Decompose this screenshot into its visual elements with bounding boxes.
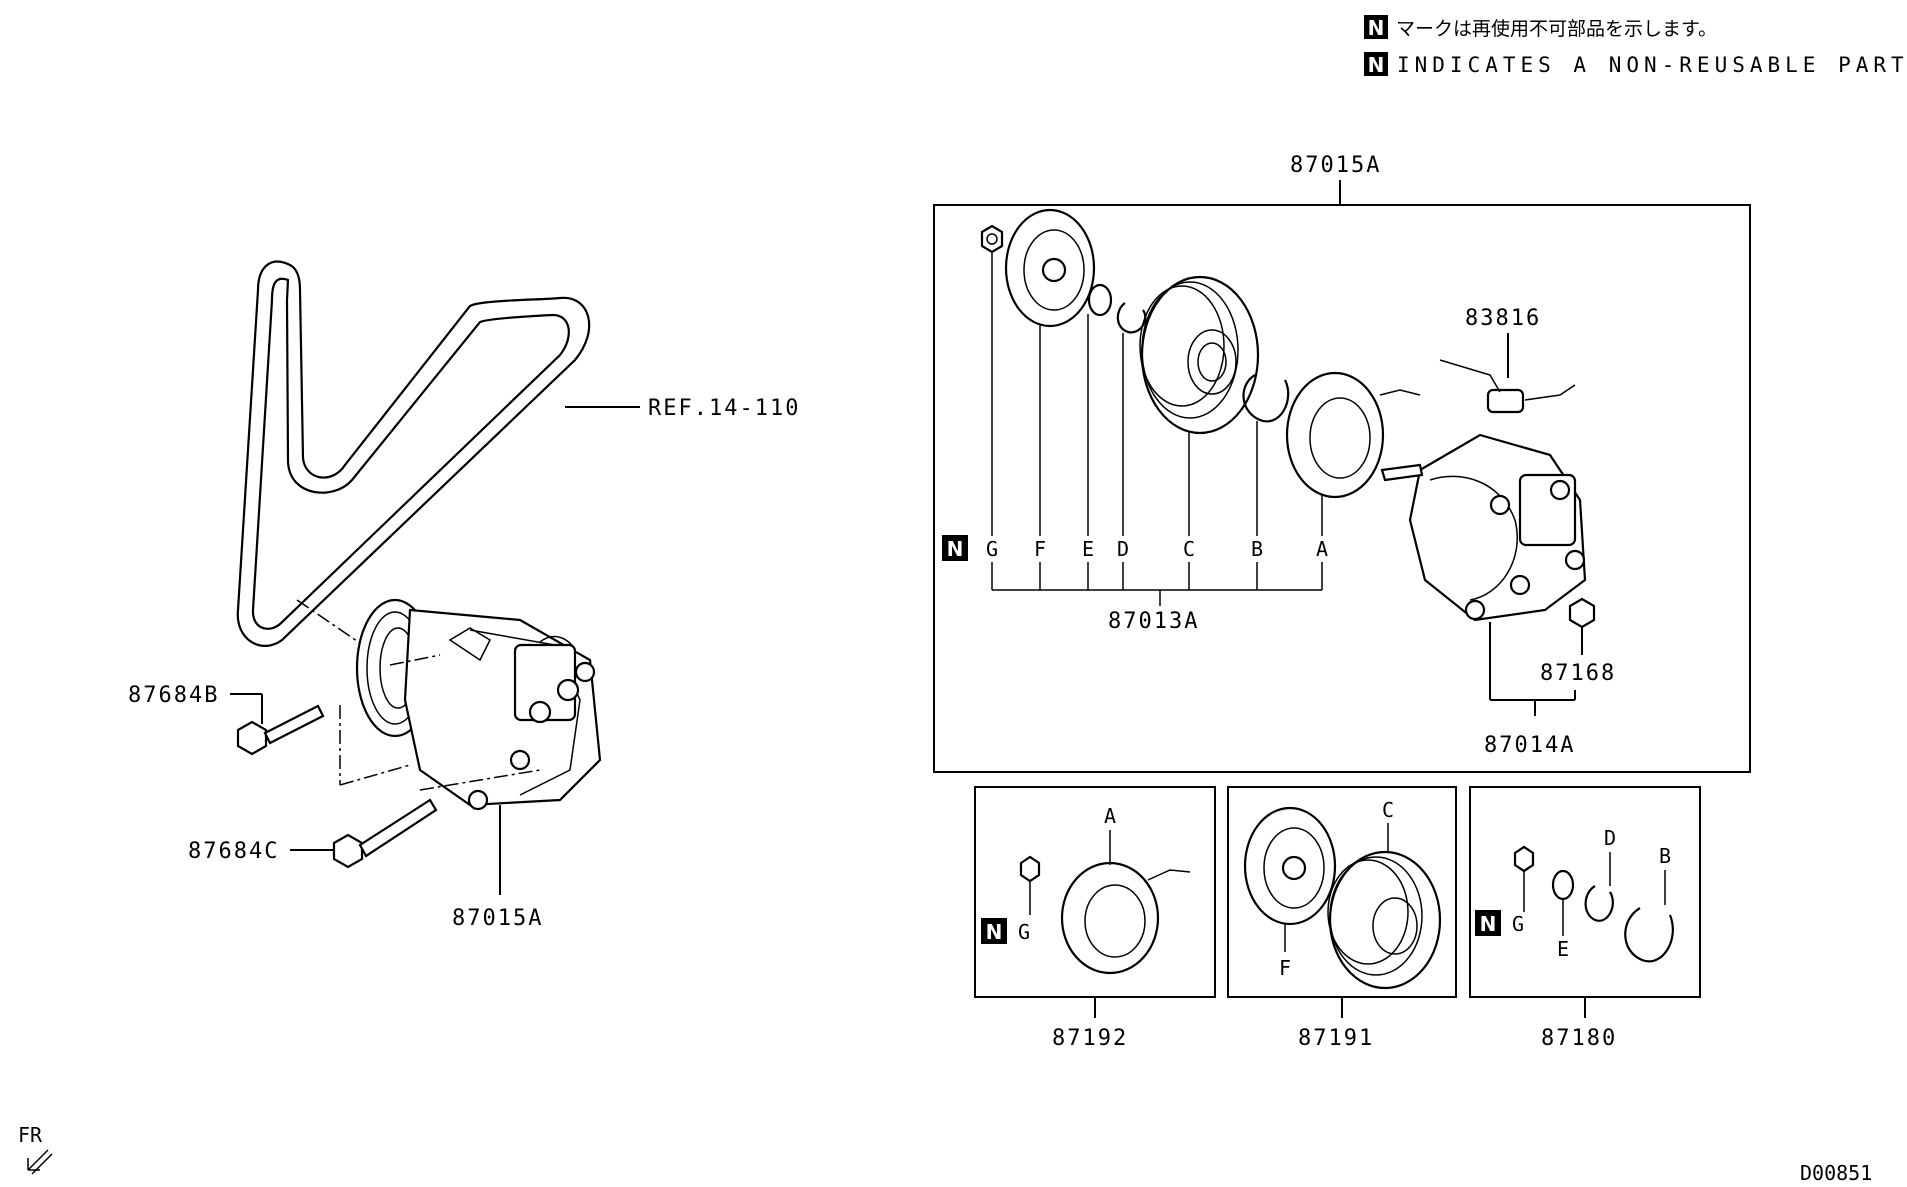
letter-e: E — [1082, 537, 1094, 561]
legend-badge-1 — [1364, 15, 1388, 39]
part-b-snap-ring — [1242, 374, 1290, 423]
bolt-c-label: 87684C — [188, 839, 279, 864]
letter-g: G — [986, 537, 998, 561]
kit3-shim — [1551, 869, 1575, 901]
kit3-badge — [1475, 910, 1501, 936]
kit2-letter-c: C — [1382, 798, 1394, 822]
sensor-label: 83816 — [1465, 306, 1541, 331]
compressor-left — [355, 598, 602, 811]
sensor-83816 — [1439, 359, 1576, 414]
kit1-letter-g: G — [1018, 920, 1030, 944]
assembly-box — [933, 204, 1751, 773]
compressor-body-label: 87014A — [1484, 733, 1575, 758]
kit3-letter-e: E — [1557, 937, 1569, 961]
letter-d: D — [1117, 537, 1129, 561]
diagram-code: D00851 — [1800, 1161, 1872, 1185]
kit3-badge-text: N — [1480, 912, 1497, 936]
part-c-pulley — [1139, 275, 1260, 435]
part-f-plate — [1004, 208, 1096, 328]
letter-a: A — [1316, 537, 1328, 561]
part-d-snap-ring — [1116, 302, 1147, 334]
kit3-ring-d — [1584, 885, 1614, 922]
drive-belt — [236, 260, 591, 651]
bolt-87684c — [332, 798, 438, 869]
kit1-letter-a: A — [1104, 804, 1116, 828]
legend: N マークは再使用不可部品を示します。 N INDICATES A NON-RE… — [1364, 15, 1907, 77]
plug-label: 87168 — [1540, 661, 1616, 686]
bolt-b-label: 87684B — [128, 683, 219, 708]
fr-label: FR — [18, 1123, 43, 1147]
letter-f: F — [1034, 537, 1046, 561]
assembly-badge — [942, 535, 968, 561]
belt-ref-label: REF.14-110 — [648, 396, 800, 421]
legend-english: INDICATES A NON-REUSABLE PART. — [1397, 53, 1907, 77]
kit-pulley-label: 87191 — [1298, 1026, 1374, 1051]
kit2-pulley — [1327, 850, 1442, 990]
kit2-plate — [1243, 806, 1337, 926]
part-g-nut — [980, 224, 1004, 254]
compressor-left-label: 87015A — [452, 906, 543, 931]
kit3-ring-b — [1624, 907, 1674, 963]
kit2-letter-f: F — [1279, 956, 1291, 980]
assembly-top-label: 87015A — [1290, 153, 1381, 178]
clutch-kit-label: 87013A — [1108, 609, 1199, 634]
assembly-badge-text: N — [947, 537, 964, 561]
part-e-shim — [1087, 283, 1113, 317]
kit-rings-label: 87180 — [1541, 1026, 1617, 1051]
kit3-letter-b: B — [1659, 844, 1671, 868]
letter-b: B — [1251, 537, 1263, 561]
letter-c: C — [1183, 537, 1195, 561]
compressor-body — [1380, 433, 1587, 622]
legend-japanese: マークは再使用不可部品を示します。 — [1396, 18, 1717, 40]
bolt-87684b — [236, 704, 325, 756]
fr-arrow-icon — [27, 1149, 53, 1175]
kit1-coil — [1060, 861, 1191, 975]
kit3-letter-g: G — [1512, 912, 1524, 936]
part-a-coil — [1285, 371, 1421, 499]
legend-badge-1-text: N — [1368, 16, 1385, 40]
legend-badge-2-text: N — [1368, 53, 1385, 77]
kit1-badge-text: N — [986, 920, 1003, 944]
kit1-badge — [981, 918, 1007, 944]
kit3-letter-d: D — [1604, 826, 1616, 850]
legend-badge-2 — [1364, 52, 1388, 76]
kit-coil-label: 87192 — [1052, 1026, 1128, 1051]
plug-87168 — [1568, 597, 1596, 629]
